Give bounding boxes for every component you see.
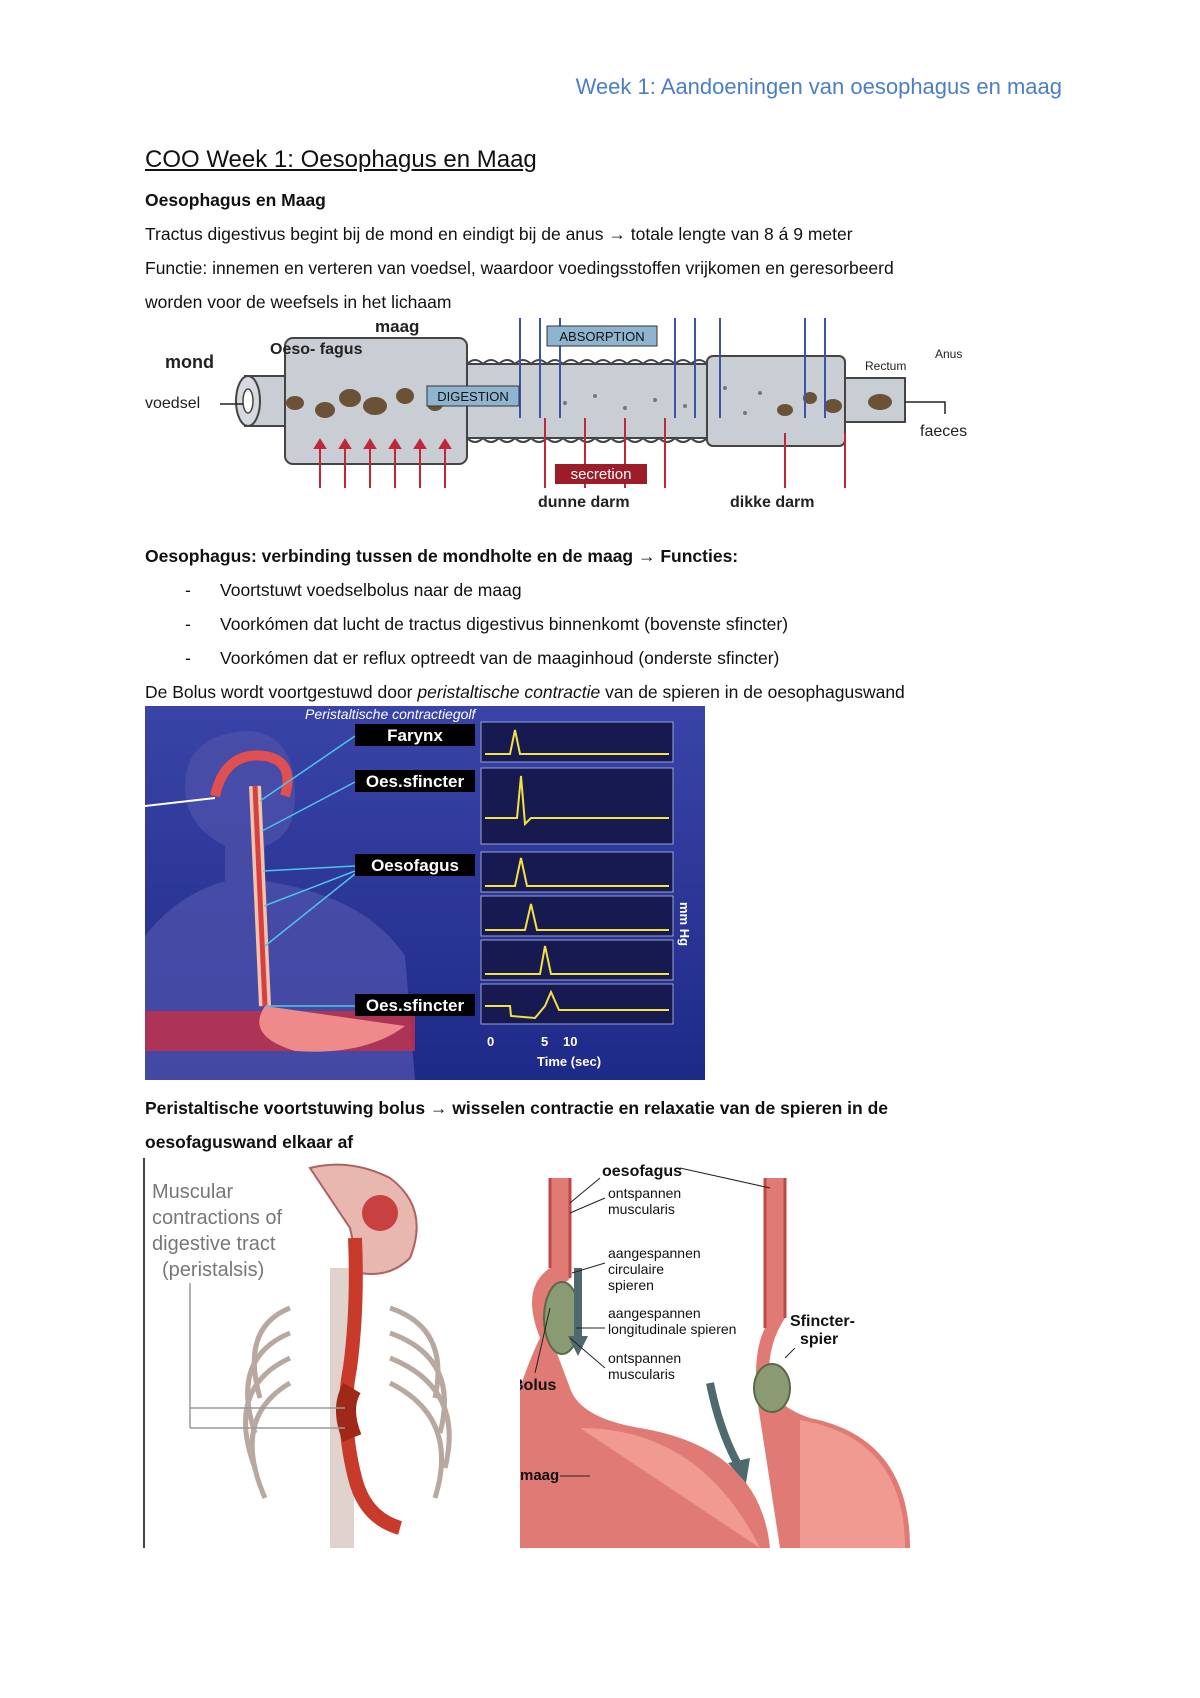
sfincter-lower-label: Oes.sfincter (366, 996, 465, 1015)
dunne-darm-label: dunne darm (538, 494, 630, 511)
list-item-text: Voorkómen dat er reflux optreedt van de … (220, 648, 780, 668)
list-item: -Voortstuwt voedselbolus naar de maag (185, 580, 522, 600)
digestive-tract-diagram: ABSORPTION DIGESTION secretion maag Oeso… (145, 318, 967, 511)
page-header: Week 1: Aandoeningen van oesophagus en m… (575, 74, 1062, 99)
dikke-darm-label: dikke darm (730, 494, 814, 511)
caption-line: Muscular (152, 1181, 233, 1203)
x-tick: 10 (563, 1034, 577, 1049)
caption-line: contractions of (152, 1207, 283, 1229)
sfincter-label: Sfincter-spier (790, 1313, 855, 1348)
caption: Muscular contractions of digestive tract… (152, 1181, 283, 1281)
list-item: -Voorkómen dat er reflux optreedt van de… (185, 648, 780, 668)
figure-title: Peristaltische contractiegolf (305, 706, 478, 722)
paragraph-line: worden voor de weefsels in het lichaam (145, 292, 452, 312)
unit-label: mm Hg (677, 902, 692, 946)
paragraph-line: De Bolus wordt voortgestuwd door perista… (145, 682, 905, 702)
caption-line: (peristalsis) (162, 1259, 264, 1281)
farynx-label: Farynx (387, 726, 443, 745)
maag-label: maag (520, 1467, 559, 1484)
absorption-label: ABSORPTION (559, 329, 644, 344)
section-heading-peristaltiek-cont: oesofaguswand elkaar af (145, 1132, 354, 1152)
paragraph-line: Tractus digestivus begint bij de mond en… (145, 224, 853, 244)
bolus-label: Bolus (520, 1377, 557, 1394)
voedsel-label: voedsel (145, 395, 200, 412)
peristaltic-wave-figure: Peristaltische contractiegolf Farynx Oes… (145, 706, 705, 1080)
oesofagus-label-line1: Oeso- fagus (270, 341, 363, 358)
anus-label: Anus (935, 347, 962, 361)
list-item: -Voorkómen dat lucht de tractus digestiv… (185, 614, 789, 634)
document-title: COO Week 1: Oesophagus en Maag (145, 146, 537, 173)
section-heading-oesophagus-maag: Oesophagus en Maag (145, 190, 326, 210)
secretion-label: secretion (571, 466, 632, 483)
mond-label: mond (165, 352, 214, 372)
muscular-contractions-figure: Muscular contractions of digestive tract… (143, 1158, 452, 1548)
rectum-label: Rectum (865, 359, 906, 373)
maag-label: maag (375, 318, 419, 336)
digestion-label: DIGESTION (437, 389, 509, 404)
x-axis-label: Time (sec) (537, 1054, 601, 1069)
oesofagus-label: Oeso- fagus (270, 341, 363, 358)
list-item-text: Voortstuwt voedselbolus naar de maag (220, 580, 522, 600)
section-heading-peristaltiek: Peristaltische voortstuwing bolus → wiss… (145, 1098, 889, 1118)
list-item-text: Voorkómen dat lucht de tractus digestivu… (220, 614, 789, 634)
caption-line: digestive tract (152, 1233, 276, 1255)
x-tick: 5 (541, 1034, 548, 1049)
faeces-label: faeces (920, 423, 967, 440)
section-heading-oesophagus: Oesophagus: verbinding tussen de mondhol… (145, 546, 739, 566)
oesofagus-label: oesofagus (602, 1163, 682, 1180)
x-tick: 0 (487, 1034, 494, 1049)
oesofagus-label: Oesofagus (371, 856, 459, 875)
sfincter-upper-label: Oes.sfincter (366, 772, 465, 791)
paragraph-line: Functie: innemen en verteren van voedsel… (145, 258, 894, 278)
